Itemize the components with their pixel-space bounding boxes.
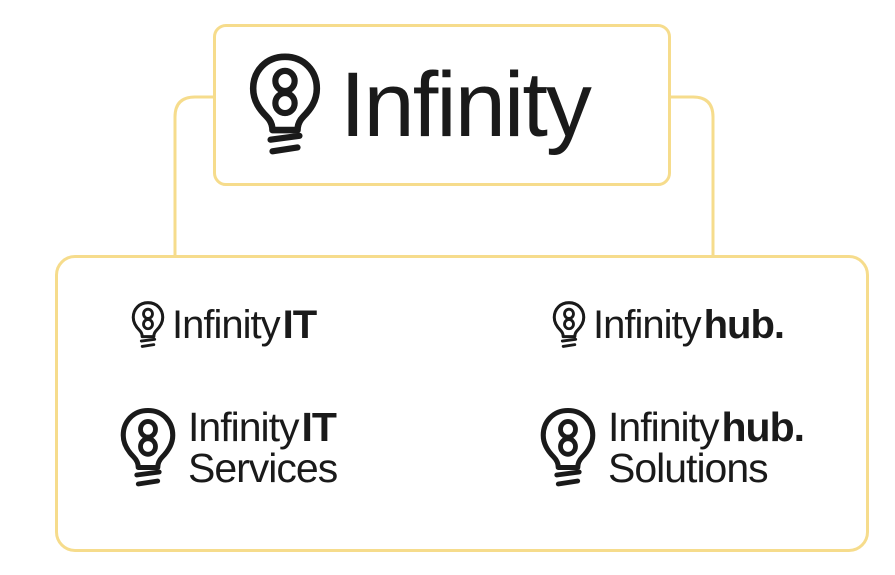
wordmark-bold-text: IT — [282, 303, 318, 347]
wordmark-light-text: Infinity — [188, 404, 299, 450]
lightbulb-infinity-icon — [540, 407, 596, 487]
infinity-it-services-wordmark: InfinityIT Services — [188, 407, 338, 491]
infinity-it-services-logo: InfinityIT Services — [118, 406, 338, 491]
wordmark-line-2: Services — [188, 445, 338, 491]
wordmark-line-1: Infinityhub. — [608, 404, 805, 450]
parent-brand-box: Infinity — [213, 24, 671, 186]
lightbulb-infinity-icon — [120, 407, 176, 487]
wordmark-line-2: Solutions — [608, 445, 769, 491]
connector-left — [173, 95, 215, 257]
lightbulb-infinity-icon — [249, 53, 321, 155]
wordmark-light-text: Infinity — [608, 404, 719, 450]
lightbulb-infinity-icon — [552, 301, 586, 348]
lightbulb-infinity-icon — [131, 301, 165, 348]
wordmark-light-text: Infinity — [172, 303, 281, 347]
infinity-hub-solutions-logo: Infinityhub. Solutions — [538, 404, 805, 491]
connector-right — [669, 95, 715, 257]
wordmark-bold-text: hub — [703, 303, 775, 347]
wordmark-bold-text: IT — [301, 404, 337, 450]
infinity-logo: Infinity — [244, 51, 592, 159]
wordmark-dot: . — [793, 404, 805, 450]
infinity-hub-solutions-wordmark: Infinityhub. Solutions — [608, 404, 805, 491]
wordmark-dot: . — [773, 303, 785, 347]
wordmark-light-text: Infinity — [593, 303, 702, 347]
wordmark-text: Infinity — [340, 54, 592, 156]
wordmark-bold-text: hub — [721, 404, 795, 450]
infinity-wordmark: Infinity — [340, 54, 592, 156]
wordmark-line-1: InfinityIT — [188, 407, 337, 448]
